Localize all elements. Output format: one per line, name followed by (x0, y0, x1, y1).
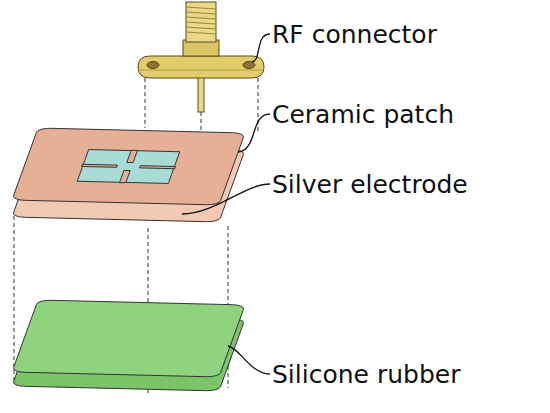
rf-connector (138, 2, 264, 112)
part-label: Ceramic patch (272, 102, 454, 127)
silicone-rubber (12, 300, 245, 391)
part-label: RF connector (272, 22, 437, 47)
leader-lines (182, 34, 270, 374)
part-label: Silver electrode (272, 172, 468, 197)
part-label: Silicone rubber (272, 362, 460, 387)
